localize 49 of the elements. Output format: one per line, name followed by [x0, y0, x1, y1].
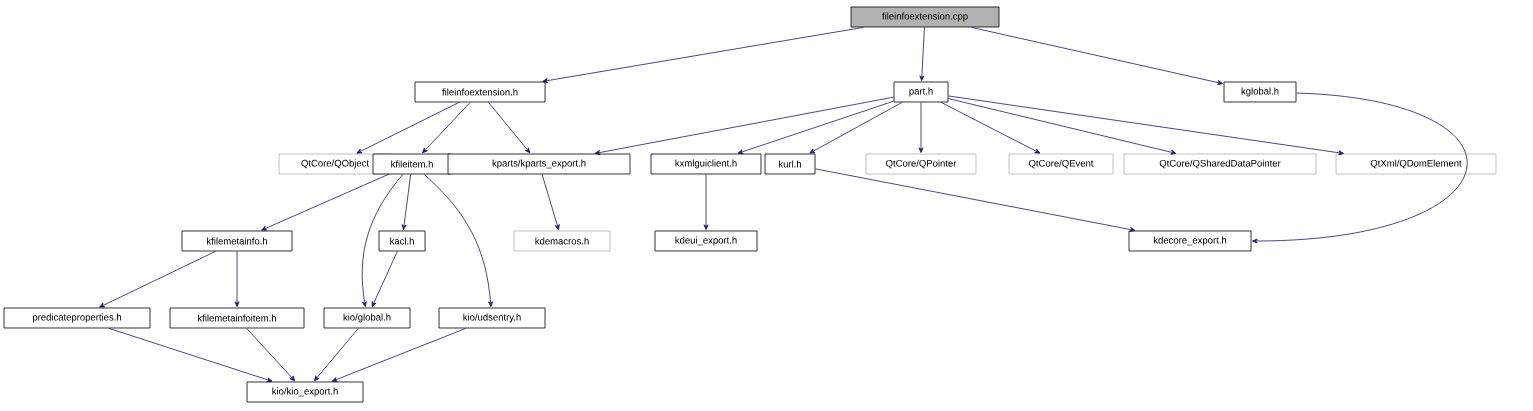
arrow — [737, 100, 894, 155]
arrow — [261, 174, 389, 231]
arrow — [703, 174, 709, 230]
arrow — [542, 27, 864, 84]
file-box: kurl.h — [764, 153, 816, 175]
arrow — [948, 95, 1344, 156]
arrow — [331, 328, 467, 382]
file-box: kio/global.h — [323, 307, 411, 329]
file-box: kdeui_export.h — [654, 230, 758, 252]
arrow — [401, 174, 412, 230]
file-box: part.h — [893, 81, 949, 103]
file-box: fileinfoextension.cpp — [850, 6, 1000, 28]
arrow — [99, 251, 216, 308]
arrow — [919, 27, 925, 81]
file-box: kxmlguiclient.h — [650, 153, 762, 175]
file-box: QtCore/QPointer — [865, 153, 977, 175]
arrow — [246, 328, 296, 382]
arrow — [234, 251, 240, 307]
file-box: kdecore_export.h — [1128, 230, 1252, 252]
arrow — [815, 168, 1136, 232]
arrow — [356, 102, 460, 154]
arrow — [948, 98, 1177, 155]
arrow — [971, 27, 1223, 86]
arrow — [108, 328, 273, 383]
file-box: kfileitem.h — [372, 153, 452, 175]
file-box: kfilemetainfo.h — [181, 230, 293, 252]
file-box: kglobal.h — [1223, 81, 1297, 103]
file-box: fileinfoextension.h — [414, 81, 546, 103]
arrow — [422, 102, 471, 154]
file-box: predicateproperties.h — [3, 307, 151, 329]
file-box: kfilemetainfoitem.h — [169, 307, 305, 329]
file-box: kdemacros.h — [513, 230, 611, 252]
arrow — [1252, 92, 1467, 244]
arrow — [423, 174, 493, 307]
arrow — [314, 328, 359, 382]
arrow — [371, 251, 398, 308]
file-box: kacl.h — [378, 230, 426, 252]
file-box: QtCore/QSharedDataPointer — [1123, 153, 1317, 175]
arrow — [940, 102, 1041, 154]
arrow — [594, 96, 894, 155]
arrow — [541, 174, 560, 230]
file-box: QtCore/QEvent — [1008, 153, 1114, 175]
arrow — [361, 174, 404, 307]
file-box: QtXml/QDomElement — [1335, 153, 1497, 175]
arrow — [809, 102, 903, 154]
arrow — [918, 102, 924, 153]
file-box: kio/kio_export.h — [246, 381, 364, 403]
file-box: kio/udsentry.h — [438, 307, 546, 329]
arrow — [488, 102, 531, 154]
